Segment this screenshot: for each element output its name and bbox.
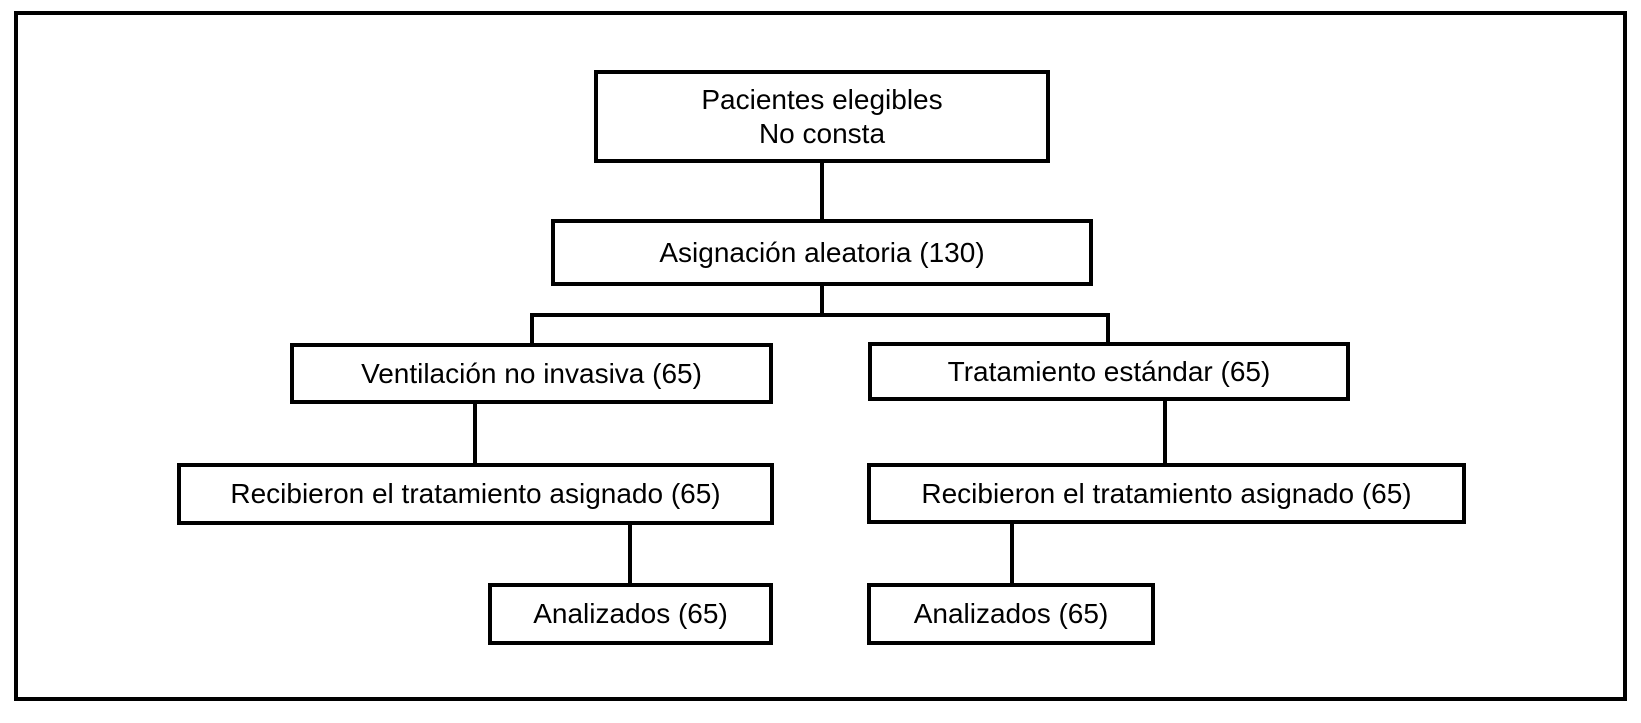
node-noninvasive-ventilation-label: Ventilación no invasiva (65) [361, 357, 702, 389]
node-random-assignment-label: Asignación aleatoria (130) [659, 236, 985, 268]
connector-standard-to-received [1163, 401, 1167, 463]
connector-split-horizontal [530, 313, 1110, 317]
node-eligible-line2: No consta [758, 117, 886, 149]
connector-received-to-analyzed-niv [628, 525, 632, 583]
node-received-treatment-niv-label: Recibieron el tratamiento asignado (65) [230, 478, 721, 509]
connector-received-to-analyzed-standard [1010, 524, 1014, 583]
connector-randomized-to-split [820, 286, 824, 315]
node-received-treatment-standard-label: Recibieron el tratamiento asignado (65) [921, 477, 1412, 509]
node-eligible-patients: Pacientes elegibles No consta [594, 70, 1050, 163]
connector-split-to-standard [1106, 313, 1110, 342]
connector-eligible-to-randomized [820, 163, 824, 219]
node-standard-treatment-label: Tratamiento estándar (65) [947, 355, 1271, 387]
node-received-treatment-niv: Recibieron el tratamiento asignado (65) [177, 463, 774, 525]
connector-niv-to-received [473, 404, 477, 463]
connector-split-to-niv [530, 313, 534, 343]
node-analyzed-niv: Analizados (65) [488, 583, 773, 645]
node-received-treatment-standard: Recibieron el tratamiento asignado (65) [867, 463, 1466, 524]
node-analyzed-standard: Analizados (65) [867, 583, 1155, 645]
node-standard-treatment: Tratamiento estándar (65) [868, 342, 1350, 401]
node-eligible-line1: Pacientes elegibles [701, 83, 943, 115]
node-noninvasive-ventilation: Ventilación no invasiva (65) [290, 343, 773, 404]
node-random-assignment: Asignación aleatoria (130) [551, 219, 1093, 286]
node-analyzed-standard-label: Analizados (65) [913, 598, 1109, 629]
node-analyzed-niv-label: Analizados (65) [533, 598, 728, 629]
outer-border [14, 11, 1627, 701]
